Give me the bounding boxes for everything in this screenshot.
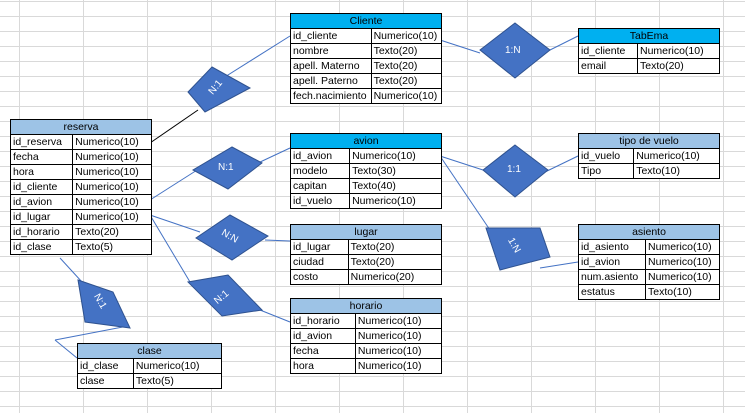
relation-diamond-reserva-horario <box>186 274 264 317</box>
relation-label-cliente-tabema: 1:N <box>505 45 521 56</box>
relation-diamond-cliente-tabema <box>479 22 551 79</box>
table-title: Cliente <box>290 13 442 29</box>
relation-label-avion-tipovuelo: 1:1 <box>507 164 521 175</box>
relation-diamond-reserva-clase <box>77 279 131 329</box>
relation-label-reserva-avion: N:1 <box>218 162 234 173</box>
table-title: clase <box>77 343 222 359</box>
relation-diamond-avion-asiento <box>485 227 551 271</box>
table-title: asiento <box>578 224 720 240</box>
relation-diamond-avion-tipovuelo <box>482 144 549 198</box>
relation-diamond-reserva-avion <box>191 146 263 190</box>
table-title: avion <box>290 133 442 149</box>
table-title: tipo de vuelo <box>578 133 720 149</box>
relation-diamond-reserva-cliente <box>187 66 252 113</box>
relation-diamond-reserva-lugar <box>195 214 269 261</box>
table-title: TabEma <box>578 28 720 44</box>
table-title: horario <box>290 298 442 314</box>
table-title: lugar <box>290 224 442 240</box>
table-title: reserva <box>10 119 152 135</box>
